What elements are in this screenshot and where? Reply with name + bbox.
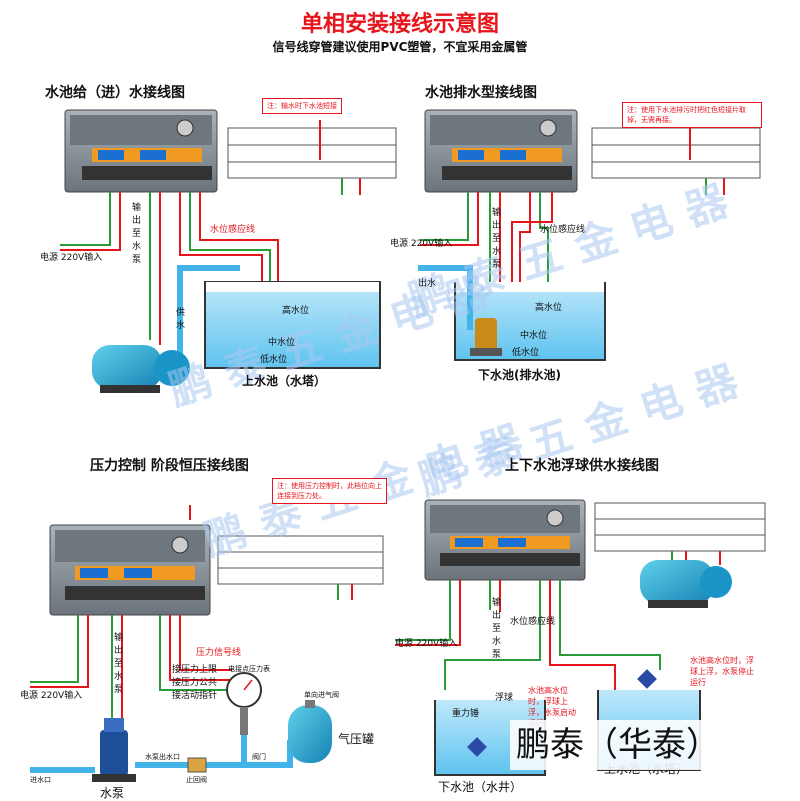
upper-tank-note-4: 水池高水位时，浮球上浮，水泵停止运行 <box>690 656 754 687</box>
tank-caption-2: 下水池(排水池) <box>478 368 561 382</box>
section-title-1: 水池给（进）水接线图 <box>45 85 185 101</box>
inlet-label-3: 进水口 <box>30 776 51 784</box>
power-label-4: 电源 220V输入 <box>395 639 458 649</box>
supply-label-1: 供水 <box>176 308 186 331</box>
page-subtitle: 信号线穿管建议使用PVC塑管，不宜采用金属管 <box>272 40 528 54</box>
sensor-label-1: 水位感应线 <box>210 225 256 235</box>
mid-level-label-1: 中水位 <box>268 338 296 348</box>
upper-limit-label-3: 接压力上限 <box>172 665 218 675</box>
control-box-3 <box>49 524 211 616</box>
note-1: 注：输水时下水池短接 <box>262 98 342 114</box>
high-level-label-1: 高水位 <box>282 306 310 316</box>
mid-level-label-2: 中水位 <box>520 331 548 341</box>
control-box-1 <box>64 109 218 193</box>
note-2: 注：使用下水池排污时把红色短接片取掉，无需再接。 <box>622 102 762 128</box>
control-box-2 <box>424 109 578 193</box>
pump-3 <box>92 718 136 782</box>
drain-pipe-2 <box>418 265 473 330</box>
high-level-label-2: 高水位 <box>535 303 563 313</box>
pump-4 <box>640 560 732 608</box>
lower-tank-caption-4: 下水池（水井） <box>438 780 523 794</box>
output-label-4: 输出至水泵 <box>492 598 502 660</box>
power-label-3: 电源 220V输入 <box>20 691 83 701</box>
gauge-label-3: 电接点压力表 <box>228 665 270 673</box>
power-label-1: 电源 220V输入 <box>40 253 103 263</box>
sensor-label-2: 水位感应线 <box>540 225 586 235</box>
power-label-2: 电源 220V输入 <box>390 239 453 249</box>
note-3: 注：使用压力控制时，此档位向上连接到压力处。 <box>272 478 387 504</box>
submersible-pump-2 <box>470 318 502 356</box>
page-title: 单相安装接线示意图 <box>300 12 499 37</box>
wires-3 <box>30 505 353 720</box>
pressure-gauge-3 <box>226 672 262 735</box>
terminal-strip-3 <box>217 535 384 585</box>
signal-label-3: 压力信号线 <box>196 648 242 658</box>
supply-pipe-1 <box>177 265 240 360</box>
outlet-label-3: 水泵出水口 <box>145 753 180 761</box>
section-title-2: 水池排水型接线图 <box>425 85 537 101</box>
check-valve-3 <box>187 757 207 773</box>
brand-overlay: 鹏泰（华泰） <box>510 720 790 770</box>
tank-caption-1: 上水池（水塔） <box>242 374 327 388</box>
sensor-label-4: 水位感应线 <box>510 617 556 627</box>
control-box-4 <box>424 499 586 581</box>
output-label-1: 输出至水泵 <box>132 203 142 265</box>
upper-tank-1 <box>204 281 381 369</box>
output-label-3: 输出至水泵 <box>114 633 124 695</box>
section-title-4: 上下水池浮球供水接线图 <box>505 458 659 474</box>
pointer-label-3: 接活动指针 <box>172 691 218 701</box>
low-level-label-1: 低水位 <box>260 355 288 365</box>
terminal-strip-1 <box>227 127 397 179</box>
wires-4 <box>395 551 721 690</box>
drain-label-2: 出水 <box>418 279 437 289</box>
pump-caption-3: 水泵 <box>100 786 125 800</box>
section-title-3: 压力控制 阶段恒压接线图 <box>90 458 249 474</box>
pump-1 <box>92 345 190 393</box>
valve-label-3: 阀门 <box>252 753 266 761</box>
terminal-strip-2 <box>591 127 761 179</box>
weight-label-4: 重力锤 <box>452 709 480 719</box>
low-level-label-2: 低水位 <box>512 348 540 358</box>
output-label-2: 输出至水泵 <box>492 208 502 270</box>
vent-label-3: 单向进气阀 <box>304 691 339 699</box>
common-label-3: 接压力公共 <box>172 678 218 688</box>
terminal-strip-4 <box>594 502 766 552</box>
pressure-tank-caption-3: 气压罐 <box>338 732 375 746</box>
float-label-4: 浮球 <box>495 693 514 703</box>
pressure-tank-3 <box>288 700 332 763</box>
check-valve-label-3: 止回阀 <box>186 776 207 784</box>
